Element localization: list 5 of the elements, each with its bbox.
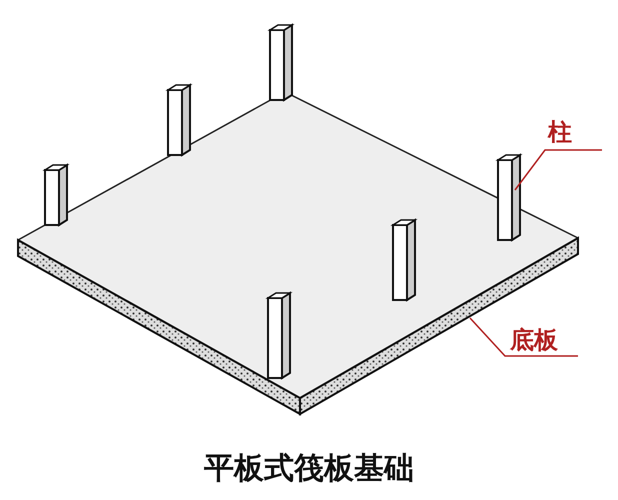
part-label: 柱 [548, 120, 572, 144]
leader-line [514, 149, 602, 190]
part-label: 底板 [510, 328, 558, 352]
leader-line [469, 318, 578, 357]
caption: 平板式筏板基础 [203, 450, 415, 488]
